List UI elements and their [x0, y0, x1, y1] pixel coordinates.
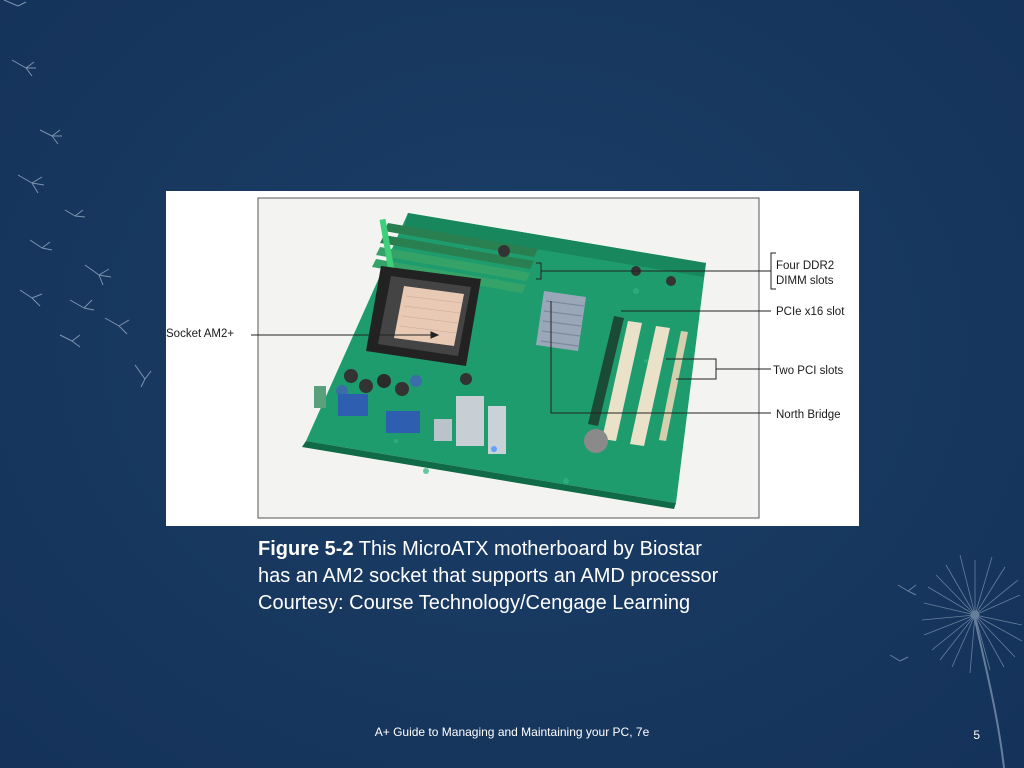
- footer-title: A+ Guide to Managing and Maintaining you…: [374, 725, 650, 739]
- motherboard-illustration: Four DDR2 DIMM slots PCIe x16 slot Socke…: [166, 191, 859, 526]
- back-panel-io: [314, 386, 506, 454]
- page-number: 5: [973, 728, 980, 742]
- caption-line-1: Figure 5-2 This MicroATX motherboard by …: [258, 536, 818, 563]
- label-socket-am2: Socket AM2+: [166, 328, 234, 340]
- leader-lines: [251, 252, 776, 414]
- dandelion-seeds-decoration: [3, 0, 152, 388]
- cpu-socket: [366, 266, 481, 366]
- caption-text-1: This MicroATX motherboard by Biostar: [353, 538, 702, 560]
- label-pci-slots: Two PCI slots: [773, 365, 844, 377]
- motherboard-figure: Four DDR2 DIMM slots PCIe x16 slot Socke…: [166, 191, 859, 526]
- caption-credit: Courtesy: Course Technology/Cengage Lear…: [258, 592, 691, 614]
- figure-caption: Figure 5-2 This MicroATX motherboard by …: [258, 536, 818, 617]
- caption-line-2: has an AM2 socket that supports an AMD p…: [258, 565, 719, 587]
- label-dimm-line1: Four DDR2: [776, 260, 834, 272]
- label-north-bridge: North Bridge: [776, 409, 841, 421]
- dandelion-flower-decoration: [889, 554, 1023, 768]
- label-pcie-slot: PCIe x16 slot: [776, 306, 845, 318]
- north-bridge-heatsink: [536, 291, 586, 351]
- label-dimm-line2: DIMM slots: [776, 275, 834, 287]
- figure-number: Figure 5-2: [258, 538, 354, 560]
